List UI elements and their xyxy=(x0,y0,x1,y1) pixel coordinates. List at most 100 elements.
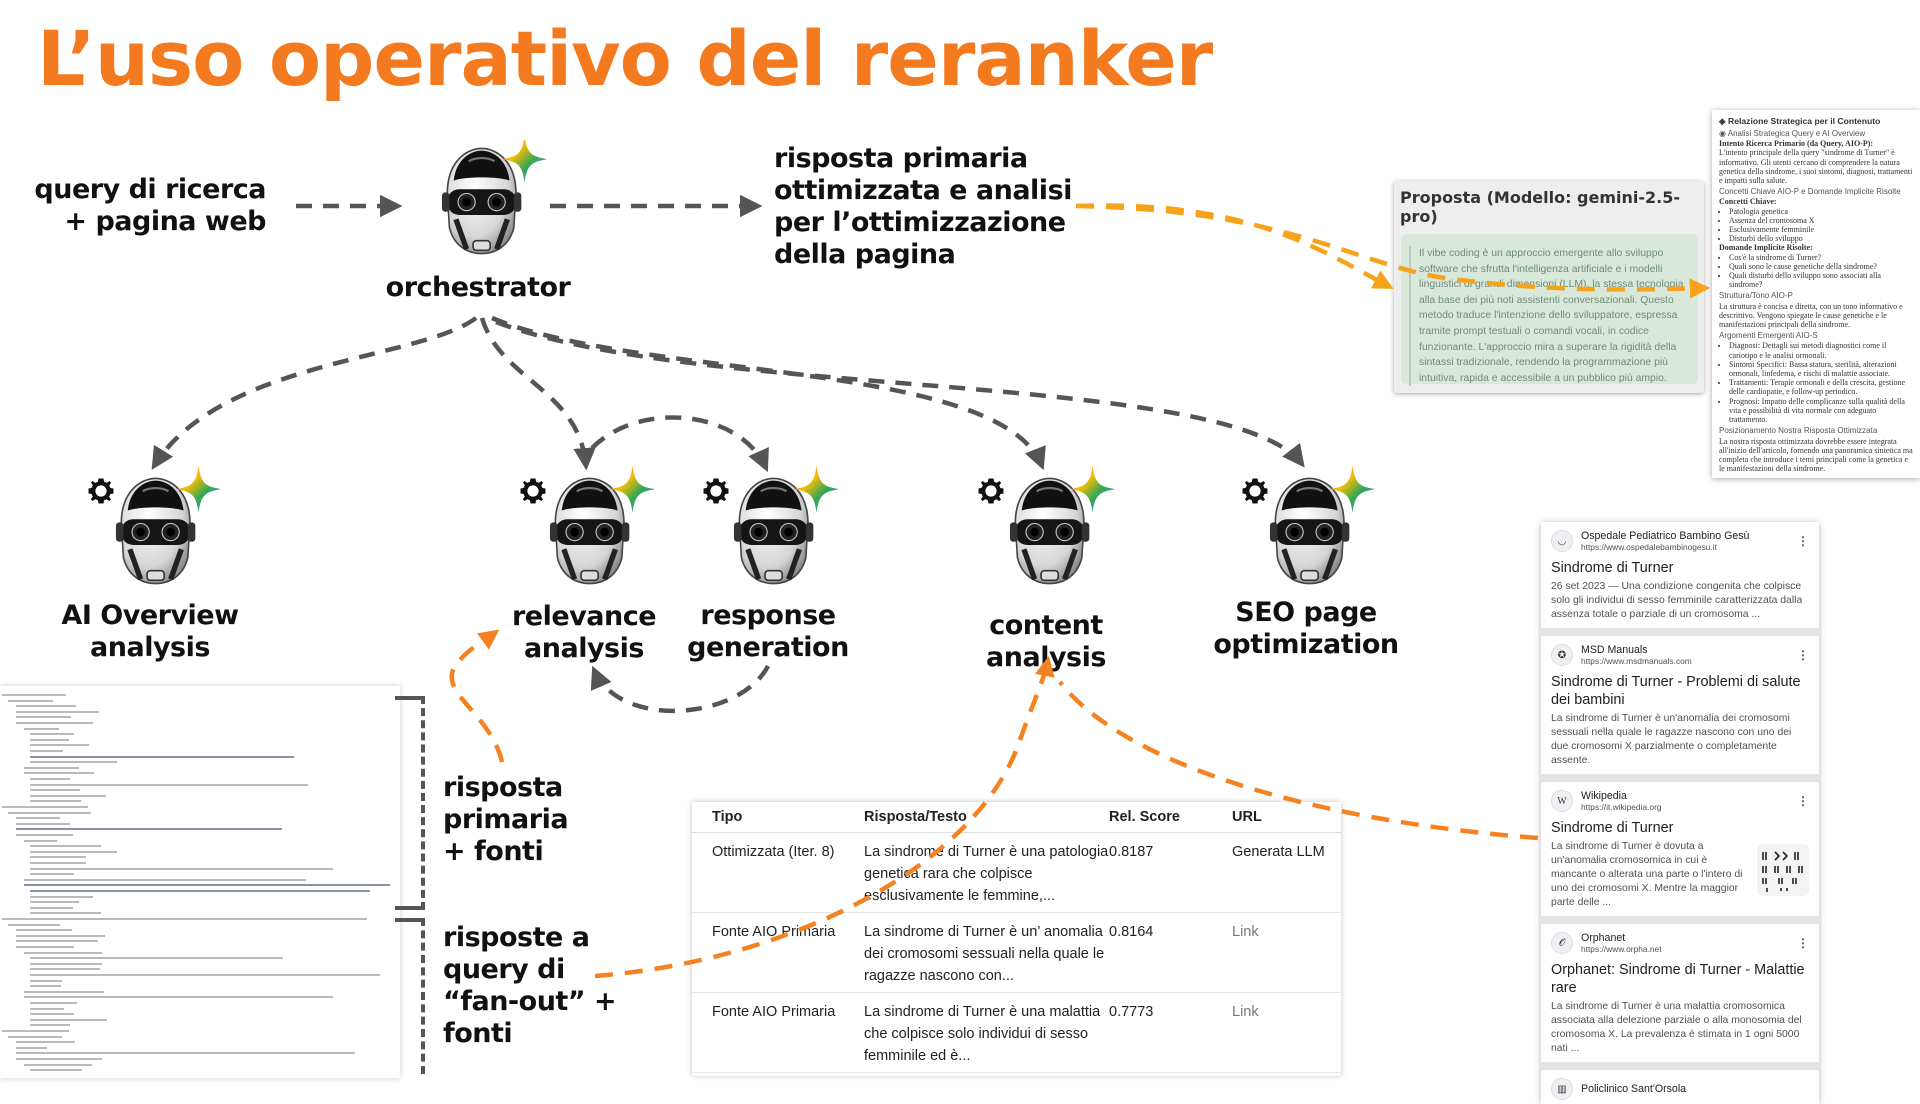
seo-robot-icon xyxy=(1256,466,1374,596)
json-code-line xyxy=(16,940,99,943)
json-code-line xyxy=(30,1024,70,1027)
json-code-line xyxy=(30,895,94,898)
result-url: https://www.ospedalebambinogesu.it xyxy=(1581,542,1717,552)
cell-url: Generata LLM xyxy=(1232,844,1325,860)
json-code-line xyxy=(30,873,75,876)
json-code-line xyxy=(30,1002,77,1004)
report-paragraph: L'intento principale della query "sindro… xyxy=(1719,148,1913,186)
json-code-line xyxy=(30,800,81,803)
json-code-line xyxy=(24,996,334,999)
json-code-line xyxy=(30,778,71,780)
json-code-line xyxy=(16,934,106,937)
list-item: Diagnosi: Dettagli sui metodi diagnostic… xyxy=(1729,341,1915,359)
result-title-link[interactable]: Sindrome di Turner xyxy=(1551,560,1674,576)
result-site: Policlinico Sant'Orsola xyxy=(1581,1083,1687,1095)
json-code-line xyxy=(16,1041,75,1044)
json-code-line xyxy=(30,845,101,848)
result-site: Wikipedia xyxy=(1581,790,1627,802)
report-label: Concetti Chiave: xyxy=(1719,197,1777,207)
proposal-body: Il vibe coding è un approccio emergente … xyxy=(1401,234,1698,387)
json-code-line xyxy=(30,867,333,870)
column-header: Tipo xyxy=(712,809,743,825)
orphanet-logo-icon: 𝒪 xyxy=(1551,932,1573,954)
list-item: Esclusivamente femminile xyxy=(1729,225,1915,234)
karyotype-thumbnail[interactable] xyxy=(1757,844,1809,896)
relevance-robot-icon xyxy=(536,466,654,596)
report-heading: Struttura/Tono AIO-P xyxy=(1719,291,1793,301)
result-title-link[interactable]: Sindrome di Turner - Problemi di salute … xyxy=(1551,674,1801,708)
json-code-line xyxy=(16,946,75,948)
arrow-orchestrator-to-content xyxy=(491,315,1046,471)
label-line: query di xyxy=(443,954,565,985)
primary-bracket xyxy=(395,696,425,910)
json-code-line xyxy=(8,1035,63,1038)
json-code-line xyxy=(30,744,90,747)
msd-logo-icon: ✪ xyxy=(1551,644,1573,666)
output-label-line: della pagina xyxy=(774,239,956,270)
agent-label-line: analysis xyxy=(90,632,210,663)
strategic-report-document: ◈ Relazione Strategica per il Contenuto … xyxy=(1712,110,1920,479)
orchestrator-robot-icon xyxy=(428,140,546,262)
list-item: Quali sono le cause genetiche della sind… xyxy=(1729,262,1915,271)
json-code-line xyxy=(30,733,75,736)
cell-url-link[interactable]: Link xyxy=(1232,1004,1259,1020)
json-code-line xyxy=(16,817,61,820)
json-code-line xyxy=(30,794,107,797)
arrow-output-to-proposal xyxy=(1075,203,1394,289)
result-snippet: La sindrome di Turner è una malattia cro… xyxy=(1551,1001,1802,1054)
more-options-icon[interactable]: ⋮ xyxy=(1797,936,1809,950)
result-url: https://www.orpha.net xyxy=(1581,944,1662,954)
cell-url-link[interactable]: Link xyxy=(1232,924,1259,940)
report-heading: Concetti Chiave AIO-P e Domande Implicit… xyxy=(1719,187,1901,197)
json-code-line xyxy=(30,850,118,853)
list-item: Patologia genetica xyxy=(1729,207,1915,216)
list-item: Sintomi Specifici: Bassa statura, steril… xyxy=(1729,360,1915,378)
proposal-title: Proposta (Modello: gemini-2.5-pro) xyxy=(1400,188,1681,226)
json-code-line xyxy=(2,806,88,808)
search-result[interactable]: ▥Policlinico Sant'Orsola xyxy=(1541,1070,1819,1104)
json-code-line xyxy=(24,884,391,887)
result-site: MSD Manuals xyxy=(1581,644,1648,656)
list-item: Cos'è la sindrome di Turner? xyxy=(1729,253,1915,262)
report-section: ◉ Analisi Strategica Query e AI Overview xyxy=(1719,129,1866,138)
json-code-line xyxy=(30,761,118,764)
report-label: Intento Ricerca Primario (da Query, AIO-… xyxy=(1719,139,1874,149)
label-line: risposte a xyxy=(443,922,590,953)
list-item: Trattamenti: Terapie ormonali e della cr… xyxy=(1729,378,1915,396)
proposal-text: Il vibe coding è un approccio emergente … xyxy=(1409,246,1690,387)
result-title-link[interactable]: Sindrome di Turner xyxy=(1551,820,1674,836)
json-code-line xyxy=(30,1018,108,1021)
label-line: fonti xyxy=(443,1018,513,1049)
json-code-line xyxy=(8,811,92,814)
fanout-label: risposte a query di “fan-out” + fonti xyxy=(443,922,617,1050)
table-row: Fonte AIO Primaria La sindrome di Turner… xyxy=(692,913,1341,993)
json-code-line xyxy=(2,1030,70,1032)
json-code-line xyxy=(30,738,70,741)
slide-title: L’uso operativo del reranker xyxy=(37,14,1213,103)
json-code-line xyxy=(2,694,66,696)
result-snippet: La sindrome di Turner è un'anomalia dei … xyxy=(1551,713,1792,766)
cell-score: 0.7773 xyxy=(1109,1004,1154,1020)
label-line: primaria xyxy=(443,804,569,835)
column-header: URL xyxy=(1232,809,1262,825)
questions-list: Cos'è la sindrome di Turner? Quali sono … xyxy=(1719,253,1915,290)
ai-overview-robot-icon xyxy=(102,466,220,596)
more-options-icon[interactable]: ⋮ xyxy=(1797,648,1809,662)
json-code-line xyxy=(16,828,283,831)
more-options-icon[interactable]: ⋮ xyxy=(1797,794,1809,808)
agent-label-line: SEO page xyxy=(1235,597,1377,628)
result-title-link[interactable]: Orphanet: Sindrome di Turner - Malattie … xyxy=(1551,962,1805,996)
json-code-line xyxy=(8,923,60,926)
agent-label-line: content analysis xyxy=(986,610,1106,673)
more-options-icon[interactable]: ⋮ xyxy=(1797,534,1809,548)
cell-type: Fonte AIO Primaria xyxy=(712,1004,836,1020)
result-snippet: La sindrome di Turner è dovuta a un'anom… xyxy=(1551,841,1743,908)
response-generation-robot-icon xyxy=(720,466,838,596)
list-item: Assenza del cromosoma X xyxy=(1729,216,1915,225)
